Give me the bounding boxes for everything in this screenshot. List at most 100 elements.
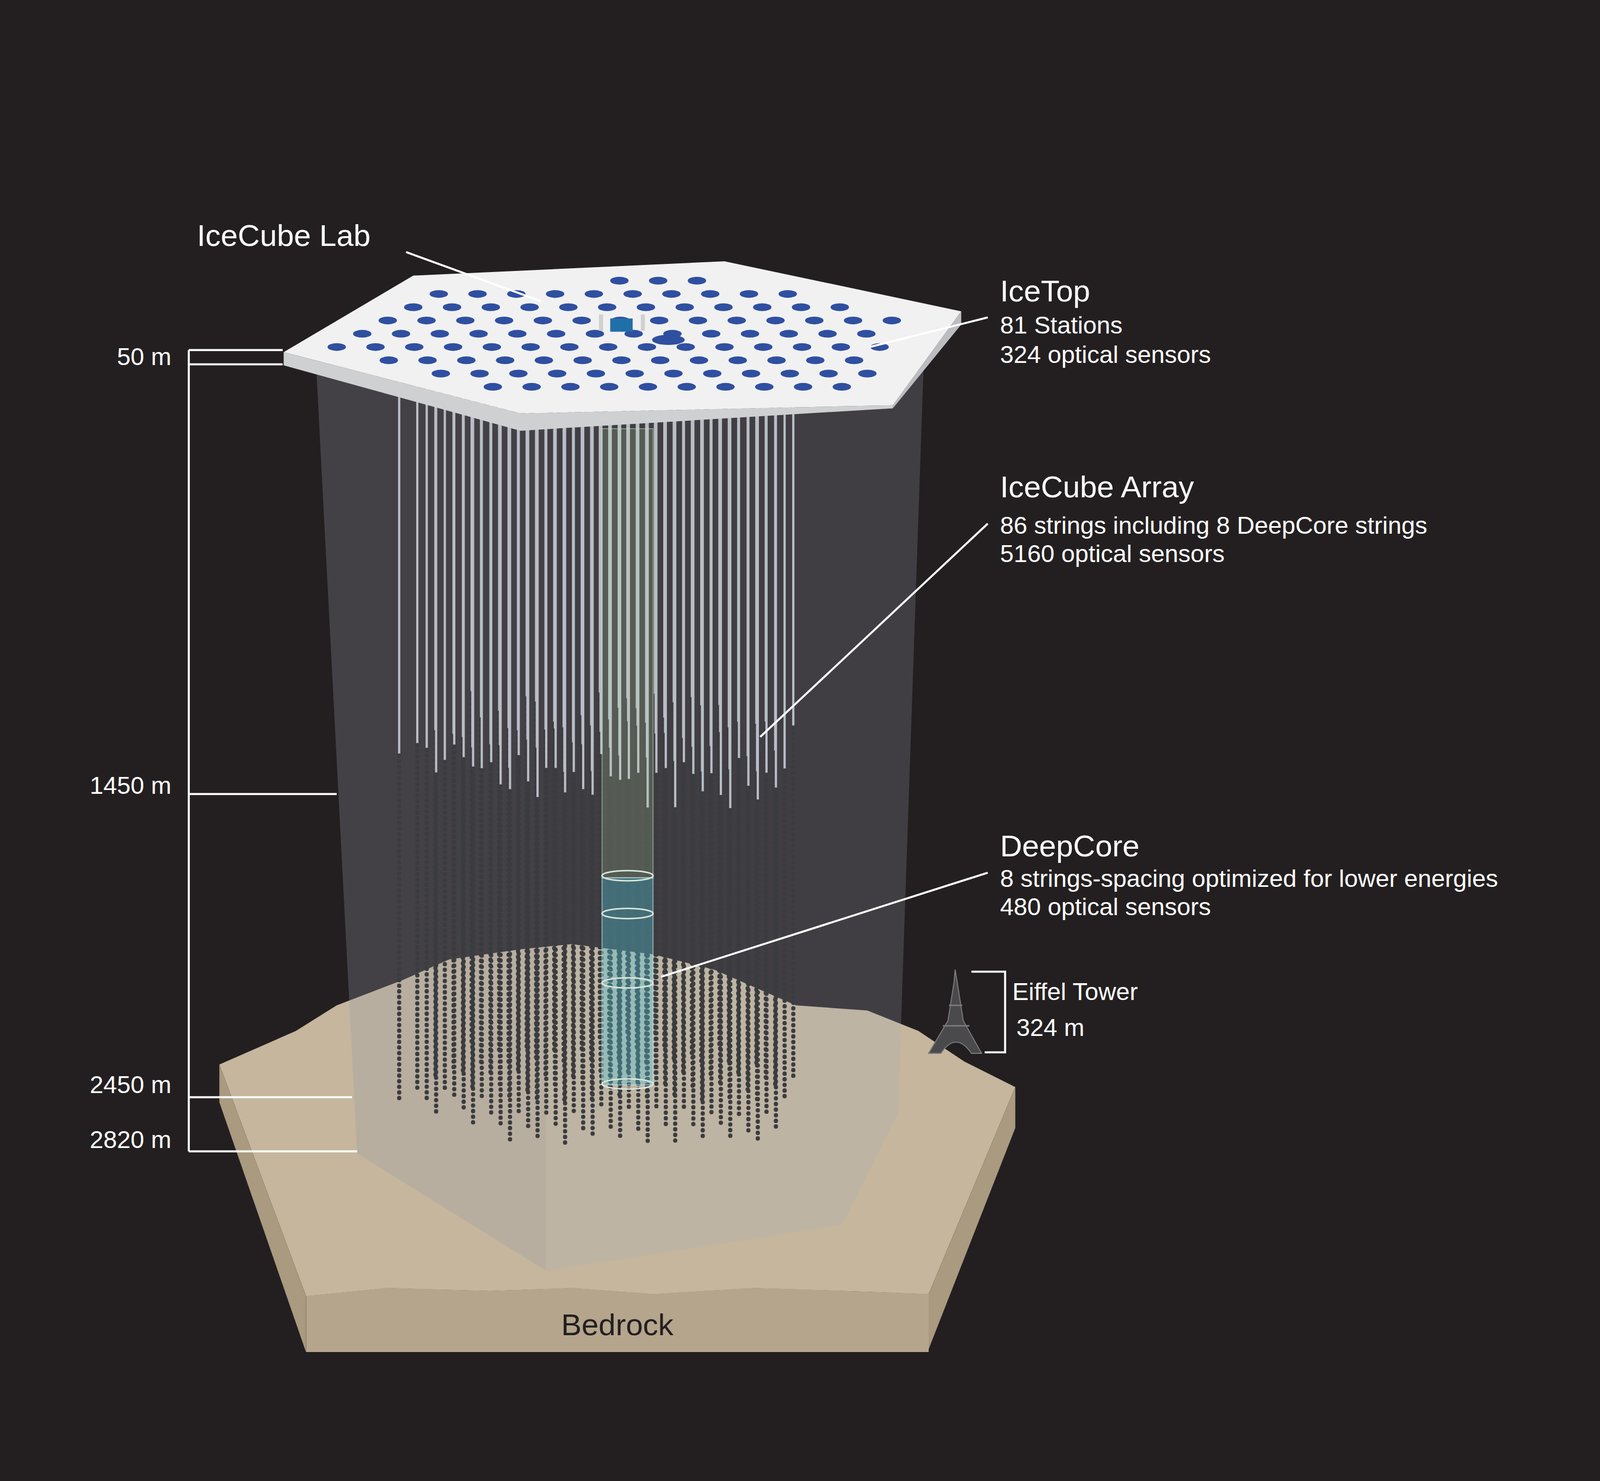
station-dot [832, 382, 852, 391]
string-cable [729, 377, 732, 811]
station-dot [418, 356, 437, 364]
station-dot [701, 289, 720, 298]
station-dot [327, 343, 347, 351]
station-dot [405, 343, 424, 351]
string-cable [499, 377, 502, 787]
sensor-string [590, 796, 595, 1135]
station-dot [600, 382, 619, 391]
station-dot [752, 303, 772, 312]
sensor-string [746, 787, 751, 1132]
station-dot [716, 382, 735, 391]
station-dot [755, 382, 774, 391]
part-detail: 480 optical sensors [999, 892, 1212, 922]
station-dot [664, 369, 683, 378]
string-cable [682, 377, 685, 764]
station-dot [819, 369, 838, 378]
part-name: IceCube Lab [196, 218, 371, 254]
station-dot [882, 316, 901, 325]
station-dot [702, 369, 722, 378]
ice-column-right [545, 369, 924, 1271]
station-dot [754, 343, 773, 351]
station-dot [689, 356, 709, 364]
station-dot [534, 356, 554, 364]
string-cable [692, 377, 695, 776]
string-cable [517, 377, 520, 758]
string-cable [783, 377, 786, 771]
string-cable [719, 377, 722, 798]
sensor-string [544, 769, 549, 1116]
station-dot [610, 276, 629, 285]
station-dot [584, 289, 604, 298]
station-dot [662, 289, 681, 298]
station-dot [714, 303, 733, 312]
string-cable [527, 377, 530, 784]
sensor-string [681, 764, 687, 1110]
sensor-string [498, 786, 503, 1128]
station-dot [740, 329, 760, 338]
part-name: IceCube Array [999, 469, 1194, 505]
part-detail: 8 strings-spacing optimized for lower en… [999, 864, 1498, 893]
strings [399, 377, 794, 1144]
sensor-string [489, 764, 494, 1114]
bedrock-face: Bedrock [306, 1287, 929, 1352]
station-dot [598, 343, 618, 351]
string-cable [774, 377, 777, 790]
station-dot [650, 316, 669, 325]
station-dot [366, 343, 385, 351]
station-dot [844, 356, 864, 364]
station-dot [533, 316, 553, 325]
depth-label: 1450 m [89, 771, 172, 800]
string-cable [536, 377, 539, 799]
string-cable [472, 377, 475, 769]
string-cable [737, 377, 740, 761]
station-dot [573, 356, 592, 364]
station-dot [701, 329, 721, 338]
string-cable [435, 377, 438, 775]
station-dot [545, 289, 565, 298]
part-detail: 81 Stations [999, 311, 1123, 340]
dimension: 324 m [1016, 1013, 1085, 1042]
string-cable [710, 377, 713, 776]
sensor-string [535, 799, 540, 1140]
sensor-string [571, 774, 577, 1113]
station-dot [688, 316, 708, 325]
sensor-string [736, 760, 741, 1115]
string-cable [564, 377, 567, 795]
station-dot [560, 343, 579, 351]
station-dot [561, 382, 580, 391]
string-cable [425, 377, 428, 750]
string-cable [453, 377, 456, 747]
sensor-string [534, 749, 540, 1102]
station-dot [780, 369, 800, 378]
station-dot [522, 382, 541, 391]
station-dot [585, 329, 605, 338]
string-cable [765, 377, 768, 775]
sensor-string [452, 746, 457, 1099]
station-dot [831, 343, 851, 351]
station-dot [391, 329, 411, 338]
station-dot [468, 289, 487, 298]
station-dot [547, 369, 567, 378]
station-dot [572, 316, 591, 325]
sensor-string [654, 774, 659, 1111]
string-cable [591, 377, 594, 797]
station-dot [481, 303, 500, 312]
bedrock-side [928, 1086, 1016, 1350]
bedrock-label: Bedrock [561, 1307, 674, 1343]
string-cable [701, 377, 704, 794]
station-dot [766, 316, 786, 325]
station-dot [430, 329, 450, 338]
station-dot [429, 289, 449, 298]
sensor-string [581, 791, 586, 1131]
string-cable [792, 377, 795, 728]
sensor-string [709, 775, 714, 1114]
station-dot [792, 343, 812, 351]
station-dot [675, 303, 695, 312]
sensor-string [516, 757, 522, 1113]
string-cable [398, 377, 401, 756]
station-dot [469, 329, 488, 338]
string-cable [554, 377, 557, 770]
station-dot [470, 369, 490, 378]
part-detail: 86 strings including 8 DeepCore strings [999, 511, 1427, 540]
